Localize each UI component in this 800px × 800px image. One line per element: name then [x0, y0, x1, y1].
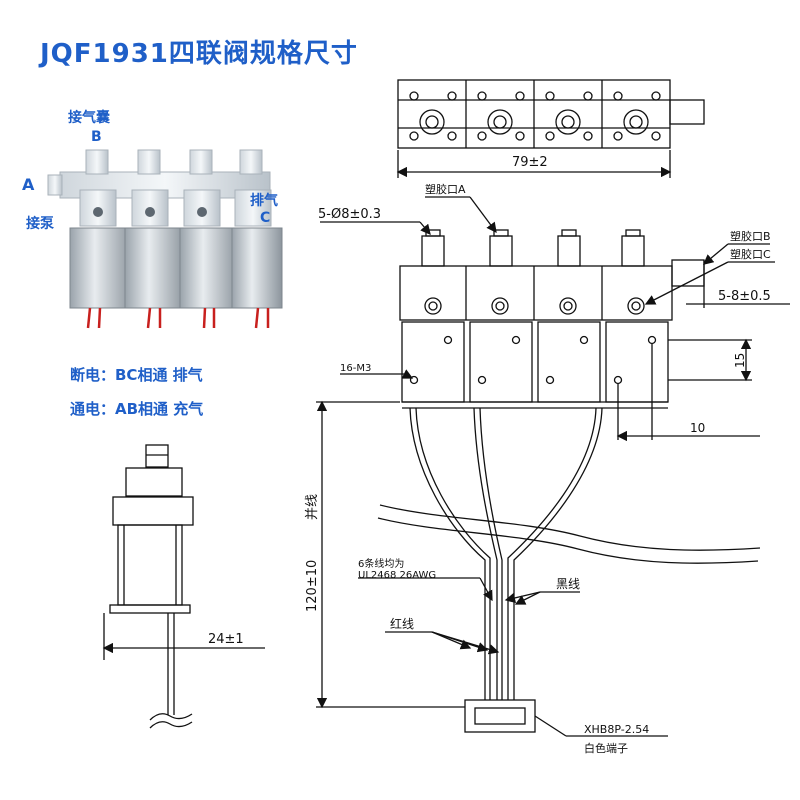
- photo-valve: [69, 149, 133, 309]
- connector-model-label: XHB8P-2.54: [584, 723, 649, 736]
- top-width-label: 79±2: [512, 155, 548, 170]
- photo-label-airbag: 接气囊: [68, 109, 111, 126]
- hole-spacing-v-label: 15: [733, 353, 747, 368]
- note-power-off: 断电：BC相通 排气: [70, 366, 203, 384]
- wire-length-label: 120±10: [305, 560, 320, 612]
- red-wire-label: 红线: [390, 616, 414, 631]
- nozzle-spec-label: 5-Ø8±0.3: [318, 207, 381, 222]
- top-view: [396, 79, 705, 178]
- front-view: [316, 196, 790, 737]
- wire-type-label: 并线: [305, 494, 320, 520]
- wire-spec-line1: 6条线均为: [358, 557, 404, 570]
- connector-color-label: 白色端子: [584, 741, 628, 755]
- photo-valve: [124, 149, 186, 309]
- photo-label-exhaust: 排气: [250, 192, 278, 209]
- photo-label-a: A: [22, 175, 35, 194]
- photo-valve: [231, 149, 283, 309]
- side-depth-label: 24±1: [208, 632, 244, 647]
- side-port-spec-label: 5-8±0.5: [718, 289, 771, 304]
- note-power-on: 通电：AB相通 充气: [70, 400, 203, 418]
- valve-photo: 接气囊 B A 接泵 排气 C: [22, 109, 283, 329]
- black-wire-label: 黑线: [556, 577, 580, 591]
- photo-label-b: B: [91, 129, 102, 145]
- port-a-label: 塑胶口A: [425, 182, 466, 196]
- port-c-label: 塑胶口C: [730, 247, 771, 261]
- side-view: [102, 444, 265, 729]
- port-b-label: 塑胶口B: [730, 229, 771, 243]
- screw-holes-label: 16-M3: [340, 363, 371, 374]
- photo-valve: [179, 149, 239, 309]
- photo-label-pump: 接泵: [26, 215, 54, 232]
- hole-spacing-h-label: 10: [690, 421, 705, 435]
- photo-label-c: C: [260, 210, 270, 226]
- wire-spec-line2: UL2468 26AWG: [358, 570, 436, 581]
- page-title: JQF1931四联阀规格尺寸: [38, 38, 358, 69]
